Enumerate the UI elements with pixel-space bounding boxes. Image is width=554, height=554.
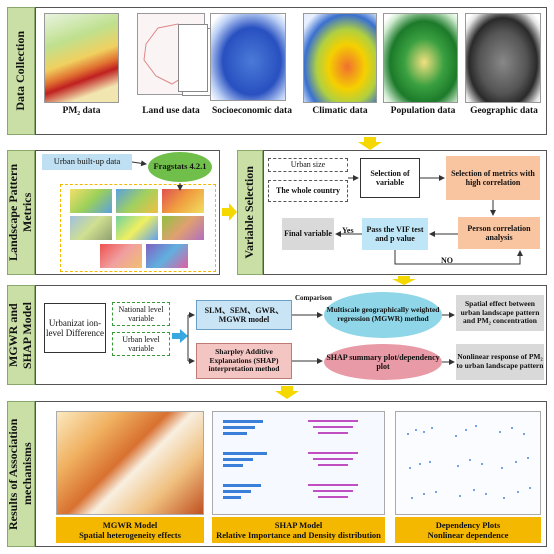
climatic-map-thumbnail <box>303 13 377 103</box>
socioeconomic-map-thumbnail <box>210 13 286 101</box>
arrow-model-to-results <box>275 386 299 399</box>
urban-level-variable-box: Urban level variable <box>112 332 170 356</box>
shap-bars-graphic <box>223 420 358 499</box>
stage-label-mgwr-shap: MGWR and SHAP Model <box>6 285 35 385</box>
yes-label: Yes <box>342 226 354 235</box>
shap-result-plots <box>212 411 385 515</box>
selection-of-metrics-box: Selection of metrics with high correlati… <box>446 156 540 200</box>
stage-label-variable-selection: Variable Selection <box>237 150 263 275</box>
landscape-map-2 <box>116 189 158 213</box>
geographic-map-thumbnail <box>465 13 541 103</box>
land-use-data-caption: Land use data <box>142 106 200 116</box>
arrow-collection-to-variable <box>358 137 382 150</box>
mgwr-result-maps <box>56 411 204 515</box>
data-collection-panel <box>35 7 547 135</box>
socioeconomic-data-caption: Socioeconomic data <box>212 106 292 116</box>
socio-stack-back-1 <box>178 24 208 92</box>
mgwr-method-ellipse: Multiscale geographically weighted regre… <box>324 292 442 338</box>
dependency-scatter-graphic <box>407 425 531 499</box>
arrow-variables-to-methods <box>172 329 188 343</box>
arrow-landscape-to-variable <box>222 203 237 221</box>
urbanization-difference-box: Urbanizat ion-level Difference <box>44 303 106 353</box>
dependency-result-plots <box>395 411 541 515</box>
comparison-label: Comparison <box>295 294 332 302</box>
person-correlation-box: Person correlation analysis <box>458 217 540 249</box>
mgwr-result-caption: MGWR Model Spatial heterogeneity effects <box>56 517 204 543</box>
arrow-variable-to-model <box>392 276 416 285</box>
national-variable-box: National level variable <box>112 302 170 326</box>
landscape-map-5 <box>116 216 158 240</box>
vif-test-box: Pass the VIF test and p value <box>362 218 428 250</box>
fragstats-ellipse: Fragstats 4.2.1 <box>148 152 212 182</box>
pm25-data-caption: PM₂ data <box>62 106 101 116</box>
population-data-caption: Population data <box>390 106 456 116</box>
urban-size-box: Urban size <box>268 158 348 172</box>
spatial-effect-box: Spatial effect between urban landscape p… <box>456 295 544 331</box>
landscape-map-3 <box>162 189 204 213</box>
stage-label-results: Results of Association mechanisms <box>6 401 35 547</box>
landscape-map-1 <box>70 189 112 213</box>
stage-label-landscape: Landscape Pattern Metrics <box>6 150 35 275</box>
final-variable-box: Final variable <box>282 218 334 250</box>
whole-country-box: The whole country <box>268 180 348 202</box>
geographic-data-caption: Geographic data <box>470 106 538 116</box>
shap-plot-ellipse: SHAP summary plot/dependency plot <box>324 344 442 380</box>
selection-of-variable-box: Selection of variable <box>360 158 420 198</box>
dependency-result-caption: Dependency Plots Nonlinear dependence <box>395 517 541 543</box>
slm-sem-gwr-box: SLM、SEM、GWR、MGWR model <box>196 300 292 330</box>
climatic-data-caption: Climatic data <box>312 106 368 116</box>
no-label: NO <box>441 256 453 265</box>
population-map-thumbnail <box>383 13 458 103</box>
stage-label-data-collection: Data Collection <box>7 7 35 135</box>
shap-result-caption: SHAP Model Relative Importance and Densi… <box>212 517 385 543</box>
nonlinear-response-box: Nonlinear response of PM₂ to urban lands… <box>456 344 544 380</box>
landscape-map-8 <box>146 244 188 268</box>
landscape-map-4 <box>70 216 112 240</box>
arrow-builtup-to-fragstats <box>131 160 147 167</box>
urban-builtup-data-box: Urban built-up data <box>42 154 132 170</box>
pm25-map-thumbnail <box>44 13 119 103</box>
landscape-map-6 <box>162 216 204 240</box>
shap-method-box: Sharpley Additive Explanations (SHAP) in… <box>196 343 292 379</box>
landscape-maps-group <box>60 184 216 272</box>
landscape-map-7 <box>100 244 142 268</box>
arrow-vif-no-loop <box>394 250 523 265</box>
